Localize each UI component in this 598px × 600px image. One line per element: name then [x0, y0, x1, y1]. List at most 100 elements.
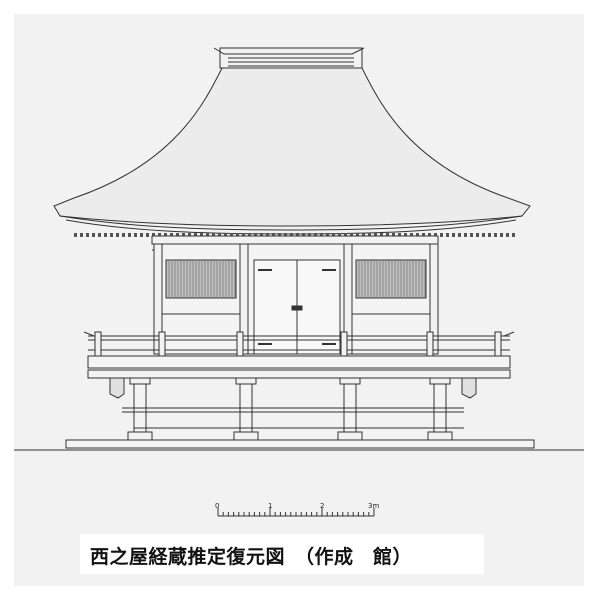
rafter-ends	[74, 233, 515, 237]
rafter-end	[440, 233, 443, 237]
floor-beam	[87, 369, 511, 379]
lattice-window-left	[165, 259, 237, 299]
rafter-end	[140, 233, 143, 237]
rafter-end	[464, 233, 467, 237]
rafter-end	[338, 233, 341, 237]
rafter-end	[512, 233, 515, 237]
rafter-end	[200, 233, 203, 237]
rafter-end	[452, 233, 455, 237]
rafter-end	[278, 233, 281, 237]
scale-ticks	[217, 508, 375, 516]
rafter-end	[314, 233, 317, 237]
rafter-end	[326, 233, 329, 237]
roof-surface	[53, 67, 531, 227]
head-beam	[151, 235, 439, 245]
door-lock	[291, 305, 303, 311]
rafter-end	[296, 233, 299, 237]
caption-box: 西之屋経蔵推定復元図 （作成 館）	[80, 534, 484, 574]
rafter-end	[122, 233, 125, 237]
railing-post	[494, 331, 502, 357]
rafter-end	[308, 233, 311, 237]
veranda	[83, 331, 515, 379]
rafter-end	[320, 233, 323, 237]
rafter-end	[74, 233, 77, 237]
rafter-end	[470, 233, 473, 237]
rafter-end	[476, 233, 479, 237]
scale-label-1: 1	[268, 502, 273, 510]
rafter-end	[500, 233, 503, 237]
rafter-end	[92, 233, 95, 237]
rafter-end	[260, 233, 263, 237]
rafter-end	[266, 233, 269, 237]
rafter-end	[332, 233, 335, 237]
stone-platform	[65, 439, 535, 449]
pillar-base	[233, 431, 259, 441]
rafter-end	[416, 233, 419, 237]
rafter-end	[290, 233, 293, 237]
rafter-end	[494, 233, 497, 237]
rafter-end	[362, 233, 365, 237]
pillar-capital	[129, 377, 151, 385]
rafter-end	[350, 233, 353, 237]
railing-post	[236, 331, 244, 357]
rafter-end	[188, 233, 191, 237]
rafter-end	[230, 233, 233, 237]
post-right	[429, 243, 439, 355]
rafter-end	[506, 233, 509, 237]
pillar-base	[337, 431, 363, 441]
rafter-end	[212, 233, 215, 237]
roof	[53, 47, 531, 237]
rafter-end	[218, 233, 221, 237]
railing-ends	[83, 331, 515, 337]
rafter-end	[482, 233, 485, 237]
rafter-end	[152, 233, 155, 237]
veranda-floor	[87, 355, 511, 369]
rafter-end	[170, 233, 173, 237]
railing-post	[158, 331, 166, 357]
lattice-bars	[168, 261, 426, 297]
railing-post	[340, 331, 348, 357]
lattice-window-right	[355, 259, 427, 299]
rafter-end	[116, 233, 119, 237]
bracket-right	[461, 377, 477, 399]
rafter-end	[404, 233, 407, 237]
rafter-end	[254, 233, 257, 237]
rafter-end	[374, 233, 377, 237]
rafter-end	[176, 233, 179, 237]
post-inner-left	[239, 243, 249, 355]
figure-caption: 西之屋経蔵推定復元図 （作成 館）	[90, 546, 413, 568]
rafter-end	[128, 233, 131, 237]
railing-posts	[94, 331, 502, 357]
scale-label-3m: 3m	[368, 502, 380, 510]
support-pillars	[109, 377, 477, 441]
rafter-end	[242, 233, 245, 237]
ridge-cap-line	[213, 47, 365, 55]
pillar-base	[427, 431, 453, 441]
rafter-end	[224, 233, 227, 237]
rafter-end	[458, 233, 461, 237]
rafter-end	[428, 233, 431, 237]
rafter-end	[434, 233, 437, 237]
rafter-end	[422, 233, 425, 237]
rafter-end	[206, 233, 209, 237]
rafter-end	[146, 233, 149, 237]
rafter-end	[380, 233, 383, 237]
post-left	[153, 243, 163, 355]
rafter-end	[158, 233, 161, 237]
pillar-capital	[429, 377, 451, 385]
rafter-end	[248, 233, 251, 237]
rafter-end	[110, 233, 113, 237]
rafter-end	[392, 233, 395, 237]
rafter-end	[86, 233, 89, 237]
rafter-end	[80, 233, 83, 237]
drawing-sheet: 0 1 2 3m	[14, 14, 584, 586]
building-body	[153, 243, 439, 355]
rafter-end	[98, 233, 101, 237]
rafter-end	[284, 233, 287, 237]
post-inner-right	[343, 243, 353, 355]
rafter-end	[272, 233, 275, 237]
rafter-end	[488, 233, 491, 237]
rafter-end	[398, 233, 401, 237]
scale-bar	[217, 508, 375, 517]
